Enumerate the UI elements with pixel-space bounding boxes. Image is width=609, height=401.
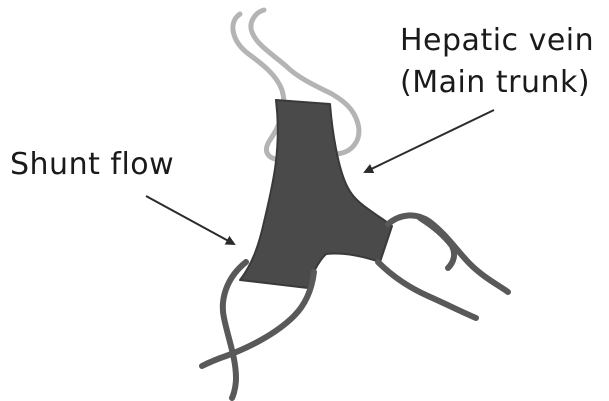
arrow-shunt-flow: [146, 196, 234, 244]
arrow-hepatic-vein: [365, 110, 494, 172]
hepatic-vein-main-trunk: [240, 100, 392, 288]
label-shunt-flow: Shunt flow: [10, 146, 174, 184]
label-hepatic-vein: Hepatic vein: [400, 22, 594, 60]
right-vessel-branches: [378, 215, 508, 318]
label-main-trunk: (Main trunk): [400, 64, 590, 102]
